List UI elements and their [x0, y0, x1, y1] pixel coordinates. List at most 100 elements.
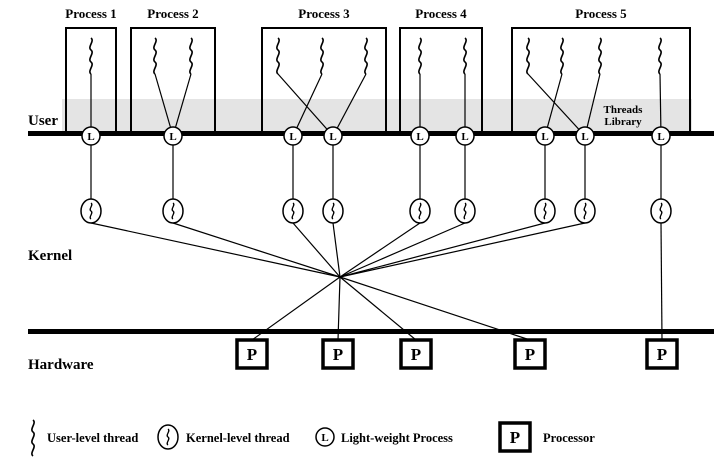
lwp-node: L	[81, 126, 101, 146]
lwp-letter: L	[581, 131, 588, 143]
kernel-processor-link	[339, 222, 466, 278]
lwp-letter: L	[657, 131, 664, 143]
lwp-letter: L	[329, 131, 336, 143]
user-thread-legend-icon	[31, 419, 35, 457]
lwp-node: L	[410, 126, 430, 146]
processor-box-icon	[645, 338, 679, 370]
processor-box-icon	[321, 338, 355, 370]
user-thread-icon	[189, 37, 193, 75]
processor-letter: P	[525, 345, 535, 364]
processor-nodes: P P P P P	[235, 338, 679, 370]
kernel-processor-link	[339, 222, 586, 278]
lwp-circle-icon	[651, 126, 671, 146]
lwp-circle-icon	[575, 126, 595, 146]
kernel-thread-node	[650, 198, 672, 224]
lwp-nodes: L L L L L L L L L	[81, 126, 671, 146]
process-label-2: Process 2	[147, 6, 198, 21]
processor-node: P	[513, 338, 547, 370]
legend-label: Light-weight Process	[341, 431, 453, 445]
lwp-letter: L	[289, 131, 296, 143]
kernel-thread-node	[322, 198, 344, 224]
kernel-thread-node	[574, 198, 596, 224]
lwp-letter: L	[461, 131, 468, 143]
lwp-letter: L	[541, 131, 548, 143]
hardware-region-label: Hardware	[28, 357, 94, 373]
user-thread-icon	[463, 37, 467, 75]
lwp-node: L	[163, 126, 183, 146]
thread-lwp-links	[90, 73, 662, 137]
processor-box-icon	[513, 338, 547, 370]
kernel-processor-link	[172, 222, 341, 278]
legend-label: User-level thread	[47, 431, 138, 445]
kernel-processor-link	[292, 222, 341, 278]
process-label-1: Process 1	[65, 6, 116, 21]
thread-lwp-link	[277, 73, 334, 137]
lwp-circle-icon	[455, 126, 475, 146]
kernel-thread-nodes	[80, 198, 672, 224]
legend-label: Kernel-level thread	[186, 431, 290, 445]
user-region-label: User	[28, 113, 58, 129]
kernel-processor-link	[90, 222, 341, 278]
process-labels: Process 1 Process 2 Process 3 Process 4 …	[65, 6, 627, 21]
lwp-circle-icon	[535, 126, 555, 146]
lwp-circle-icon	[323, 126, 343, 146]
kernel-thread-node	[409, 198, 431, 224]
threads-library-label-line2: Library	[604, 116, 642, 128]
threads-library-band	[62, 99, 692, 132]
user-thread-icon	[598, 37, 602, 75]
legend-item-lwp: L Light-weight Process	[315, 427, 453, 447]
user-thread-icon	[364, 37, 368, 75]
processor-letter: P	[333, 345, 343, 364]
legend-item-processor: P Processor	[498, 421, 595, 453]
thread-lwp-link	[584, 73, 601, 137]
processor-letter: P	[411, 345, 421, 364]
process-label-3: Process 3	[298, 6, 350, 21]
lwp-legend-letter: L	[321, 432, 328, 444]
lwp-node: L	[283, 126, 303, 146]
processor-node: P	[399, 338, 433, 370]
lwp-node: L	[323, 126, 343, 146]
legend-item-kernel-thread: Kernel-level thread	[157, 424, 290, 450]
lwp-legend-icon	[315, 427, 335, 447]
thread-lwp-link	[332, 73, 367, 137]
lwp-node: L	[535, 126, 555, 146]
processor-legend-icon	[498, 421, 532, 453]
processor-legend-letter: P	[510, 428, 520, 447]
user-thread-icons	[89, 37, 662, 75]
lwp-node: L	[575, 126, 595, 146]
thread-lwp-link	[154, 73, 174, 137]
lwp-circle-icon	[163, 126, 183, 146]
kernel-processor-link	[332, 222, 341, 278]
user-thread-icon	[320, 37, 324, 75]
process-label-5: Process 5	[575, 6, 627, 21]
processor-box-icon	[235, 338, 269, 370]
lwp-node: L	[455, 126, 475, 146]
kernel-thread-node	[162, 198, 184, 224]
kernel-processor-link	[339, 222, 546, 278]
lwp-letter: L	[416, 131, 423, 143]
user-thread-icon	[526, 37, 530, 75]
kernel-thread-node	[80, 198, 102, 224]
processor-node: P	[645, 338, 679, 370]
legend-item-user-thread: User-level thread	[31, 419, 138, 457]
thread-lwp-link	[172, 73, 192, 137]
processor-letter: P	[247, 345, 257, 364]
user-thread-icon	[153, 37, 157, 75]
thread-lwp-link	[527, 73, 586, 137]
process-label-4: Process 4	[415, 6, 467, 21]
legend-label: Processor	[543, 431, 595, 445]
processor-node: P	[235, 338, 269, 370]
lwp-letter: L	[87, 131, 94, 143]
legend: User-level thread Kernel-level thread L …	[31, 419, 595, 457]
kernel-region-label: Kernel	[28, 248, 72, 264]
kernel-thread-node	[534, 198, 556, 224]
kernel-thread-node	[454, 198, 476, 224]
kernel-processor-link	[339, 222, 421, 278]
hardware-boundary-line	[28, 329, 714, 334]
user-thread-icon	[658, 37, 662, 75]
kernel-thread-node	[282, 198, 304, 224]
thread-lwp-link	[544, 73, 563, 137]
processor-letter: P	[657, 345, 667, 364]
threads-library-label-line1: Threads	[604, 104, 644, 116]
